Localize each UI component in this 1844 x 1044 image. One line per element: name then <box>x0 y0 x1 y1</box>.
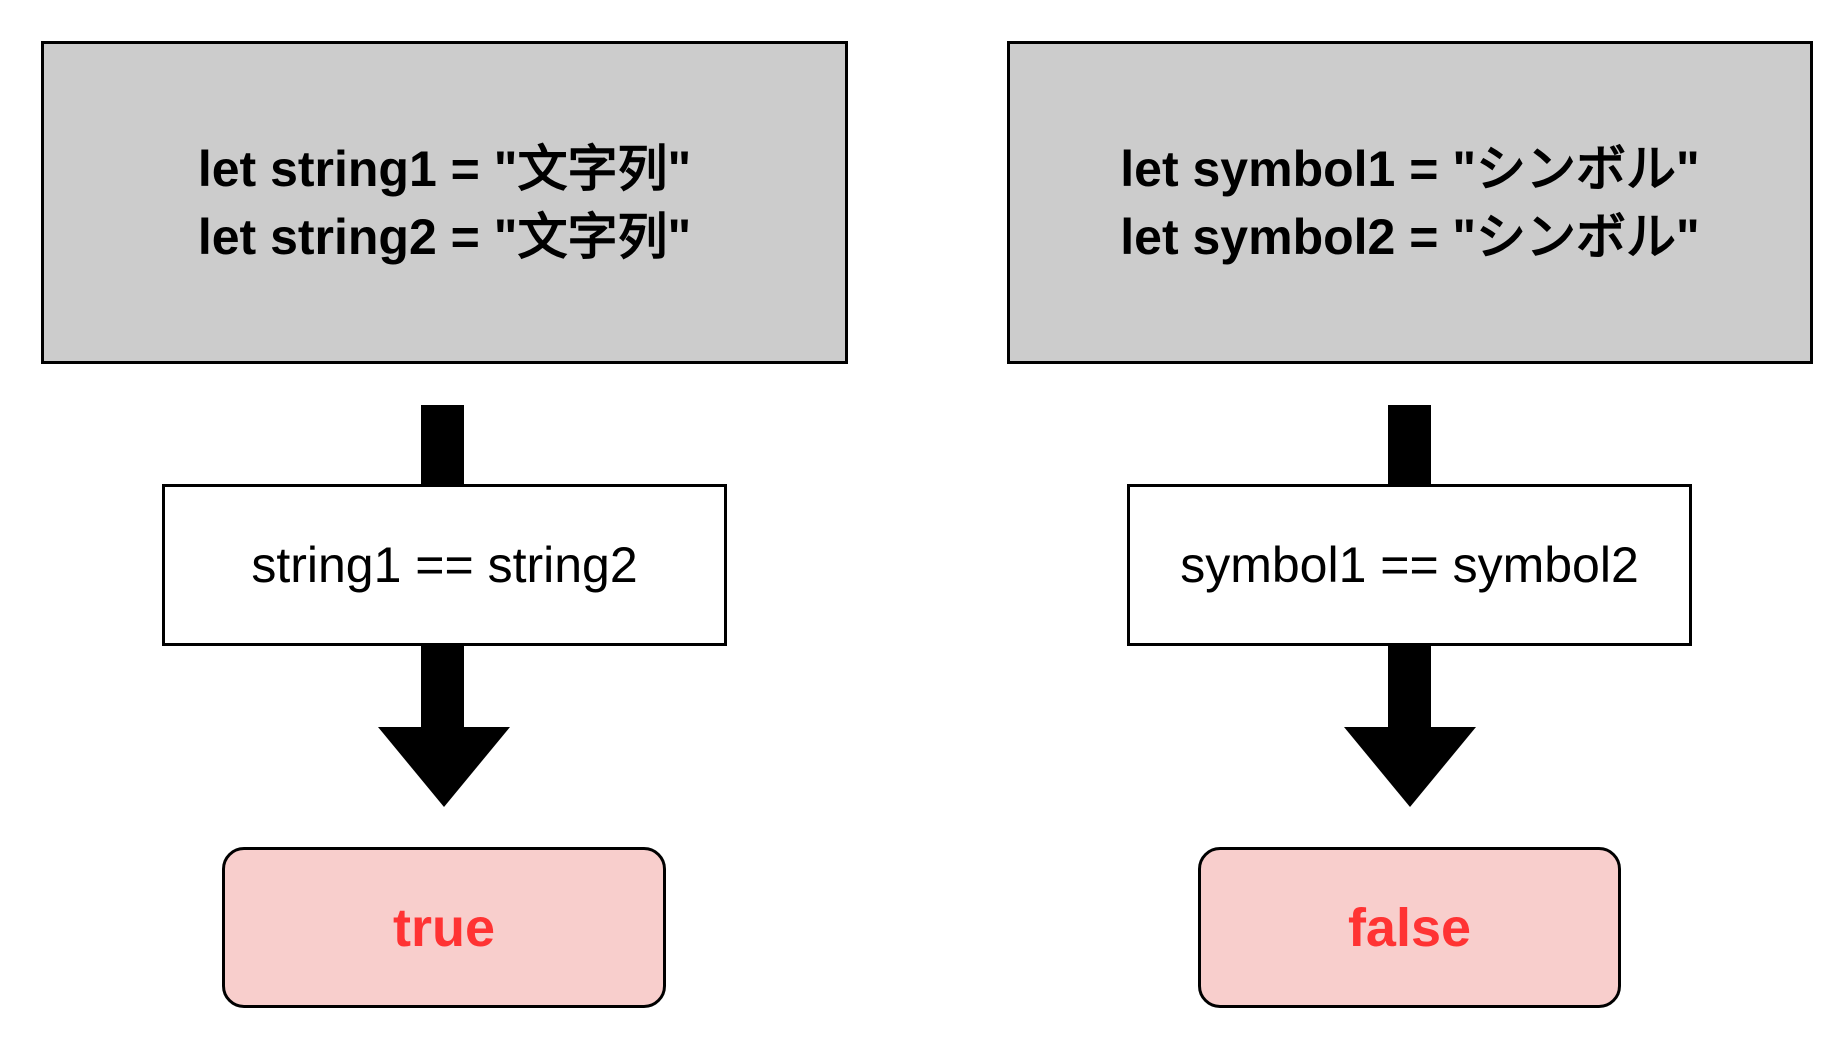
declaration-line: let string1 = "文字列" <box>197 140 692 197</box>
declaration-line: let symbol2 = "シンボル" <box>1120 208 1700 265</box>
declaration-line: let string2 = "文字列" <box>197 208 692 265</box>
string-result-box: true <box>222 847 666 1008</box>
comparison-text: symbol1 == symbol2 <box>1180 537 1639 593</box>
string-declaration-box: let string1 = "文字列" let string2 = "文字列" <box>41 41 848 364</box>
symbol-comparison-box: symbol1 == symbol2 <box>1127 484 1692 646</box>
declaration-line: let symbol1 = "シンボル" <box>1120 140 1700 197</box>
comparison-text: string1 == string2 <box>251 537 638 593</box>
arrow-shaft <box>421 646 464 728</box>
arrow-head-icon <box>378 727 510 807</box>
arrow-connector <box>421 405 464 485</box>
arrow-shaft <box>1388 646 1431 728</box>
arrow-connector <box>1388 405 1431 485</box>
string-comparison-box: string1 == string2 <box>162 484 727 646</box>
result-text: false <box>1347 897 1472 958</box>
result-text: true <box>392 897 495 958</box>
arrow-head-icon <box>1344 727 1476 807</box>
symbol-declaration-box: let symbol1 = "シンボル" let symbol2 = "シンボル… <box>1007 41 1813 364</box>
symbol-result-box: false <box>1198 847 1621 1008</box>
